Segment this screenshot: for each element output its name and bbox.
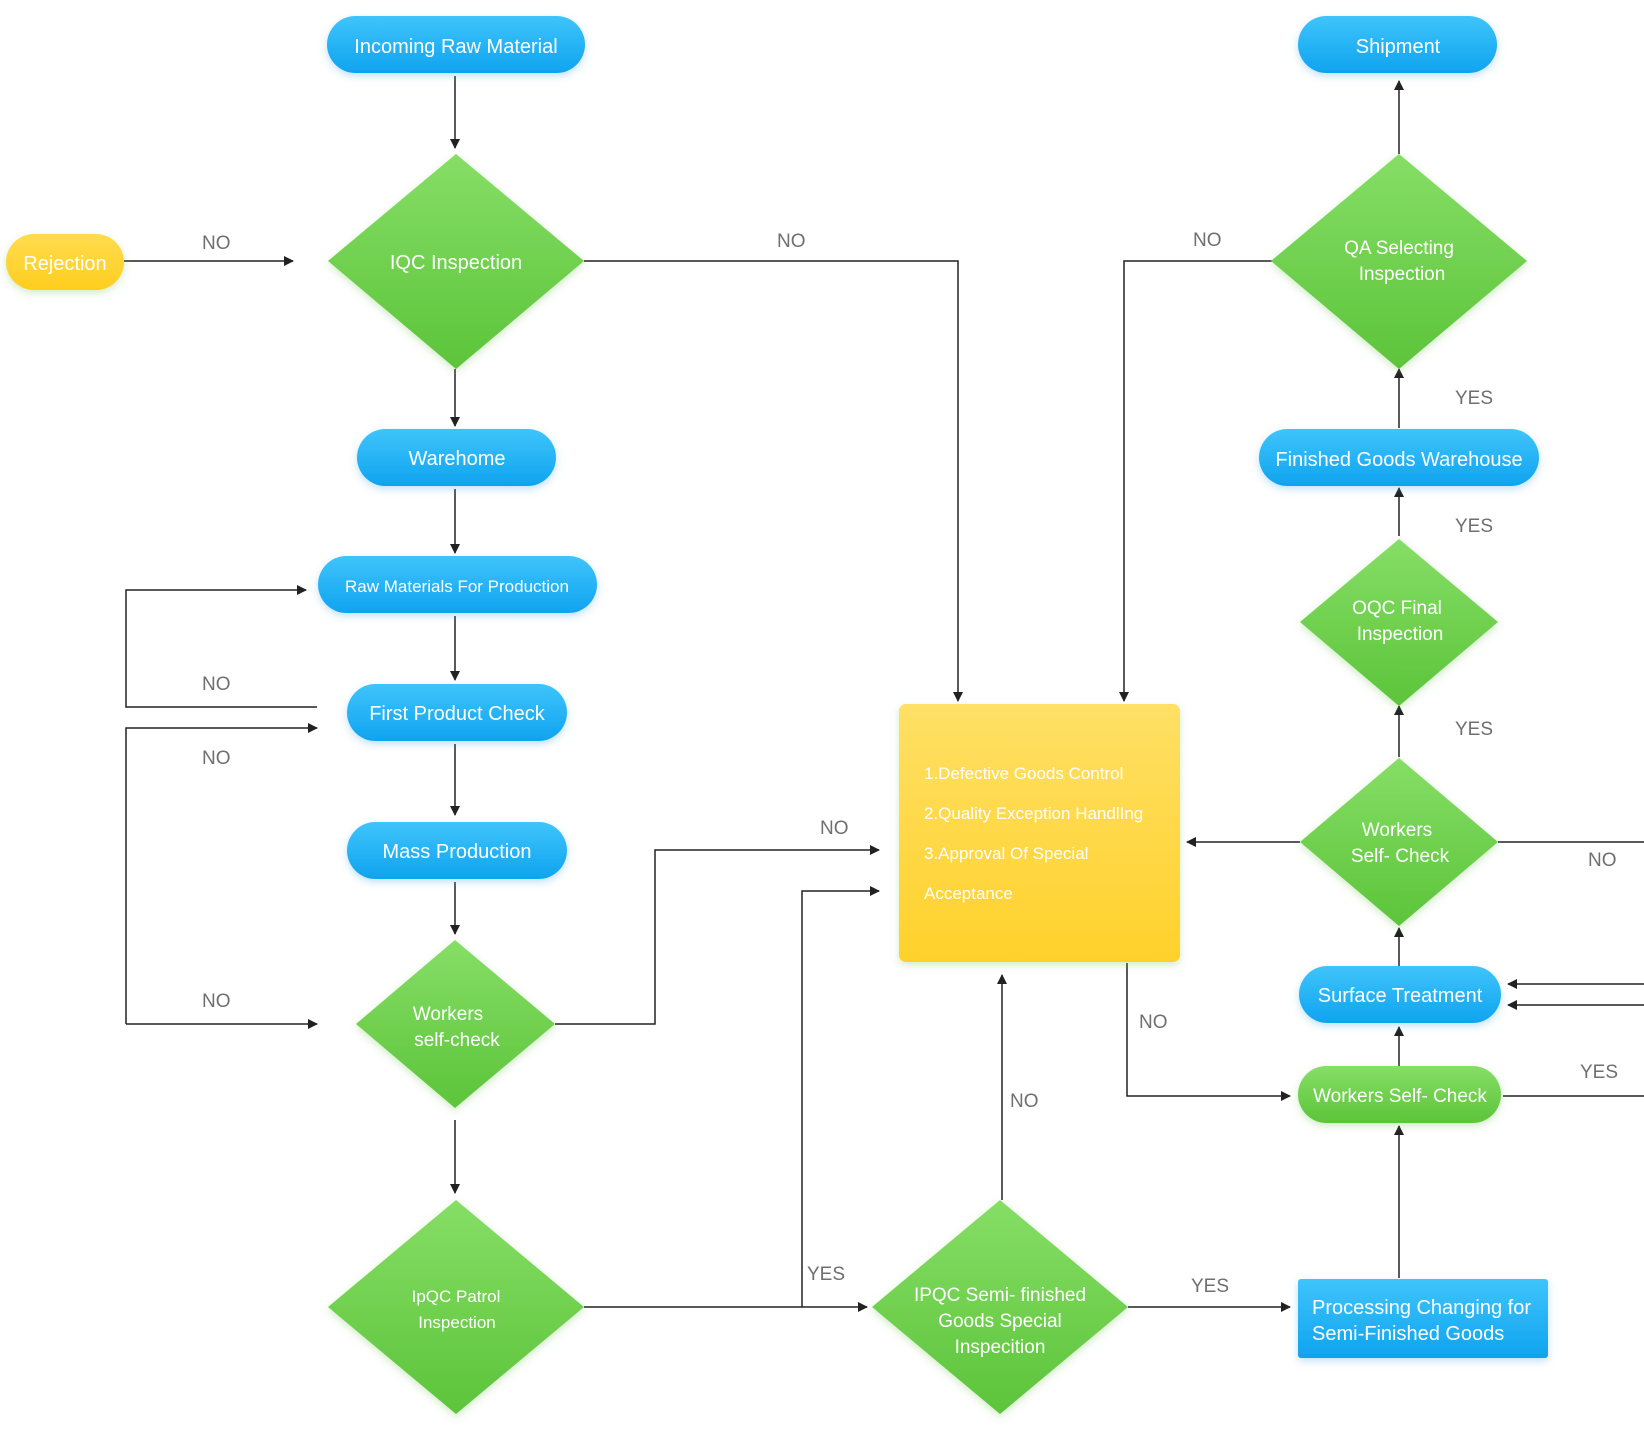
edge-workers2-no-loop	[1498, 841, 1644, 989]
node-workers-self-check-bottom[interactable]: Workers Self- Check	[1298, 1066, 1501, 1123]
node-qa-selecting-inspection[interactable]: QA Selecting Inspection	[1271, 154, 1527, 369]
edge-qa-no-to-box	[1119, 260, 1272, 702]
label-no-workers-1: NO	[202, 991, 231, 1012]
node-shipment[interactable]: Shipment	[1298, 16, 1497, 73]
edge-patrol-yes-to-box	[801, 886, 880, 1307]
label-no-workers-2: NO	[1588, 850, 1617, 871]
label-no-first-1: NO	[202, 674, 231, 695]
node-ipqc-semi-finished-inspection[interactable]: IPQC Semi- finished Goods Special Inspec…	[872, 1200, 1128, 1414]
label-no-semi: NO	[1010, 1091, 1039, 1112]
label-no-iqc: NO	[777, 231, 806, 252]
node-incoming-raw-material[interactable]: Incoming Raw Material	[327, 16, 585, 73]
node-oqc-final-inspection[interactable]: OQC Final Inspection	[1300, 539, 1498, 706]
node-processing-changing[interactable]: Processing Changing for Semi-Finished Go…	[1298, 1279, 1548, 1358]
node-quality-control-box[interactable]: 1.Defective Goods Control 2.Quality Exce…	[899, 704, 1180, 962]
label-yes-fgw: YES	[1455, 516, 1493, 537]
node-workers-self-check-left[interactable]: Workers self-check	[356, 940, 555, 1108]
node-workers-self-check-right[interactable]: Workers Self- Check	[1300, 758, 1498, 926]
label-no-rejection: NO	[202, 233, 231, 254]
label-no-workers-ctrl: NO	[820, 818, 849, 839]
label-no-first-2: NO	[202, 748, 231, 769]
edge-first-no-loop-1	[125, 585, 317, 708]
node-finished-goods-warehouse[interactable]: Finished Goods Warehouse	[1259, 429, 1539, 486]
edge-workers-no-to-box	[555, 845, 880, 1025]
edge-selfcheck-yes-loop	[1503, 1000, 1644, 1097]
label-yes-semi: YES	[1191, 1276, 1229, 1297]
node-warehome[interactable]: Warehome	[357, 429, 556, 486]
label-yes-patrol: YES	[807, 1264, 845, 1285]
connectors	[124, 76, 1644, 1312]
node-first-product-check[interactable]: First Product Check	[347, 684, 567, 741]
node-surface-treatment[interactable]: Surface Treatment	[1299, 966, 1501, 1023]
node-ipqc-patrol-inspection[interactable]: IpQC Patrol Inspection	[328, 1200, 584, 1414]
edge-iqc-no-to-box	[584, 260, 963, 702]
edge-workers-no-loop	[125, 723, 318, 1024]
node-rejection[interactable]: Rejection	[6, 234, 124, 290]
label-yes-qa: YES	[1455, 388, 1493, 409]
label-no-qa: NO	[1193, 230, 1222, 251]
node-iqc-inspection[interactable]: IQC Inspection	[328, 154, 584, 369]
label-yes-oqc: YES	[1455, 719, 1493, 740]
edge-labels: NO NO NO NO NO NO YES NO YES NO NO YES Y…	[202, 230, 1618, 1297]
label-no-box: NO	[1139, 1012, 1168, 1033]
edge-box-no-to-selfcheck	[1126, 963, 1291, 1101]
node-mass-production[interactable]: Mass Production	[347, 822, 567, 879]
node-raw-materials-for-production[interactable]: Raw Materials For Production	[318, 556, 597, 613]
label-yes-bottom: YES	[1580, 1062, 1618, 1083]
